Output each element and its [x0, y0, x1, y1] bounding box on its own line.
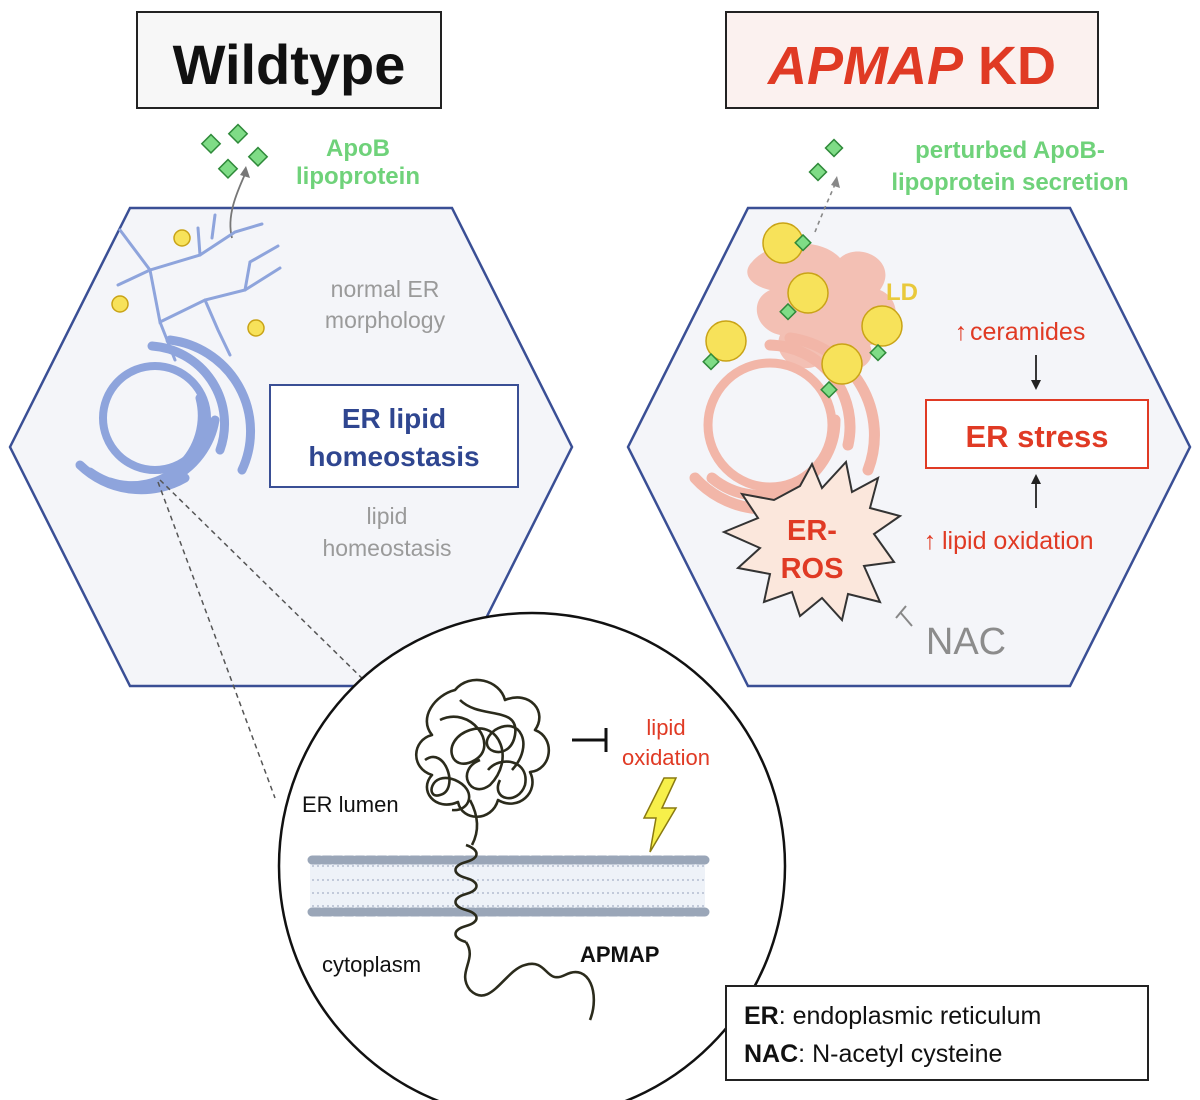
cytoplasm-label: cytoplasm [322, 952, 421, 977]
ros-label-line1: ER- [787, 515, 837, 547]
zoom-dashed-line-right [159, 479, 375, 691]
perturbed-apob-line1: perturbed ApoB- [915, 137, 1105, 164]
zoom-oxidation-line2: oxidation [622, 745, 710, 770]
legend-item-nac: NAC: N-acetyl cysteine [744, 1040, 1002, 1068]
ceramides-label: ceramides [970, 318, 1085, 346]
wildtype-panel: Wildtype ApoB lipoprotein [8, 11, 574, 688]
er-homeostasis-line1: ER lipid [342, 403, 446, 434]
er-ros-burst-icon [721, 459, 903, 623]
er-homeostasis-line2: homeostasis [308, 441, 479, 472]
zoom-dashed-line-left [157, 481, 276, 799]
apmap-protein-icon [415, 678, 596, 1021]
lipid-homeostasis-line1: lipid [367, 503, 408, 529]
oxidation-arrowhead-icon [1031, 474, 1041, 484]
er-lumen-label: ER lumen [302, 792, 399, 817]
nac-label: NAC [926, 621, 1006, 663]
perturbed-apob-line2: lipoprotein secretion [891, 169, 1128, 196]
legend-item-er: ER: endoplasmic reticulum [744, 1002, 1041, 1030]
legend: ER: endoplasmic reticulum NAC: N-acetyl … [725, 985, 1149, 1081]
secretion-arrowhead-icon [240, 166, 250, 178]
morphology-label-line1: normal ER [331, 276, 440, 302]
ros-label-line2: ROS [781, 553, 844, 585]
er-network-icon [75, 213, 282, 495]
perturbed-apob-particles-icon [808, 138, 844, 182]
secretion-arrow-icon [229, 171, 247, 239]
oxidation-up-arrow: ↑ [924, 527, 937, 555]
knockdown-title-box [725, 11, 1099, 109]
knockdown-title: APMAP KD [766, 36, 1056, 96]
ceramides-up-arrow: ↑ [955, 318, 968, 346]
er-stress-label: ER stress [965, 419, 1108, 454]
apob-particles-icon [200, 123, 269, 179]
er-stress-box [925, 399, 1149, 469]
apob-label-line2: lipoprotein [296, 163, 420, 190]
knockdown-panel: APMAP KD perturbed ApoB- lipoprotein sec… [626, 11, 1192, 688]
wildtype-title: Wildtype [173, 33, 406, 96]
nac-inhibit-line-icon [899, 611, 913, 627]
legend-box [725, 985, 1149, 1081]
lipid-bilayer-icon [307, 855, 711, 917]
nac-inhibit-bar-icon [895, 605, 907, 619]
lightning-bolt-icon [642, 777, 678, 853]
swollen-er-icon [689, 222, 903, 515]
apob-label-line1: ApoB [326, 135, 390, 162]
lipid-homeostasis-line2: homeostasis [322, 535, 451, 561]
apmap-label: APMAP [580, 942, 659, 967]
perturbed-secretion-arrowhead-icon [831, 176, 840, 188]
morphology-label-line2: morphology [325, 307, 446, 333]
zoom-oxidation-line1: lipid [646, 715, 685, 740]
ld-label: LD [886, 279, 918, 306]
wildtype-title-box [136, 11, 442, 109]
er-homeostasis-box [269, 384, 519, 488]
ceramides-arrowhead-icon [1031, 380, 1041, 390]
lipid-oxidation-label: lipid oxidation [942, 527, 1094, 555]
apmap-zoom-panel: lipid oxidation ER lumen cytoplasm APMAP [157, 479, 787, 1100]
